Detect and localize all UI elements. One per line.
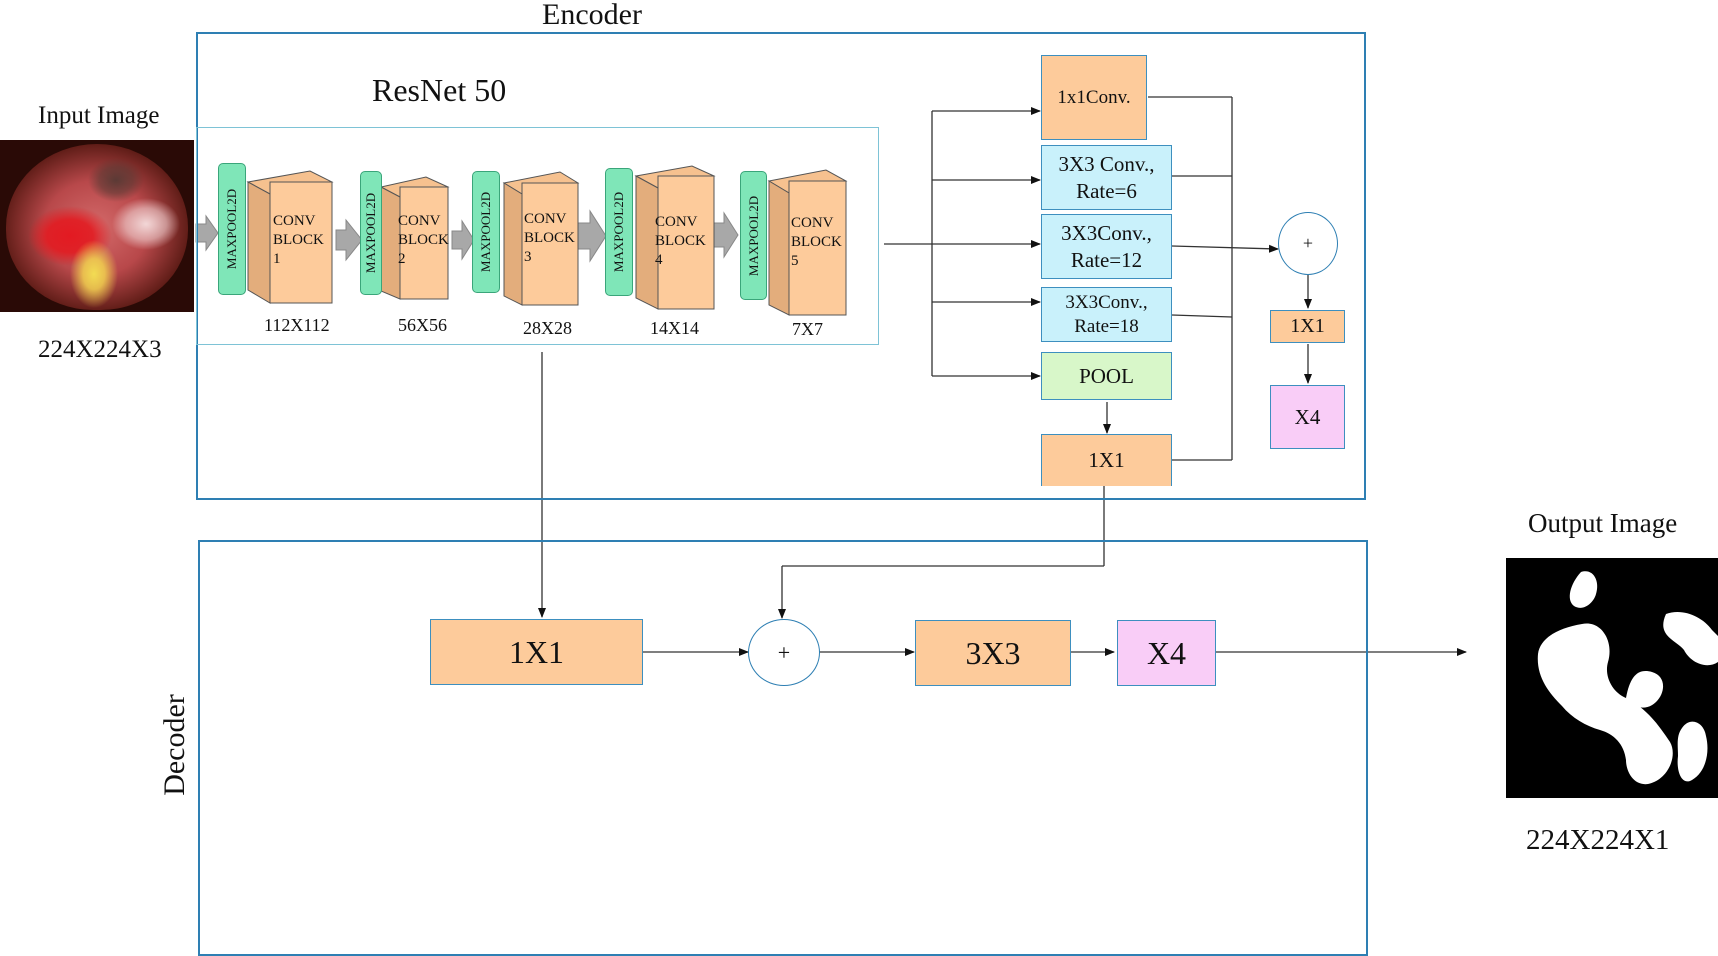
conv-block-5-size: 7X7 — [792, 319, 823, 339]
decoder-frame — [198, 540, 1368, 956]
aspp-pool: POOL — [1041, 352, 1172, 400]
conv-block-3-size: 28X28 — [523, 318, 572, 338]
conv-block-2-size: 56X56 — [398, 315, 447, 335]
maxpool-2: MAXPOOL2D — [360, 171, 382, 295]
encoder-frame — [196, 32, 1366, 500]
aspp-rate12-conv: 3X3Conv.,Rate=12 — [1041, 214, 1172, 279]
input-image-label: Input Image — [38, 102, 160, 129]
resnet-frame — [196, 127, 879, 345]
output-image-label: Output Image — [1528, 508, 1678, 538]
aspp-upsample-x4: X4 — [1270, 385, 1345, 449]
maxpool-1: MAXPOOL2D — [218, 163, 246, 295]
output-mask-image — [1506, 558, 1718, 798]
conv-block-1-size: 112X112 — [264, 315, 330, 335]
input-endoscopy-image — [0, 140, 194, 312]
input-size-label: 224X224X3 — [38, 336, 162, 363]
decoder-title: Decoder — [158, 694, 191, 796]
maxpool-3: MAXPOOL2D — [472, 171, 500, 293]
aspp-rate18-conv: 3X3Conv.,Rate=18 — [1041, 287, 1172, 342]
aspp-rate6-conv: 3X3 Conv.,Rate=6 — [1041, 145, 1172, 210]
aspp-sum-node: + — [1278, 212, 1338, 275]
decoder-upsample-x4: X4 — [1117, 620, 1216, 686]
resnet-title: ResNet 50 — [372, 72, 507, 108]
encoder-title: Encoder — [542, 0, 642, 31]
conv-block-4-size: 14X14 — [650, 318, 699, 338]
aspp-out-1x1: 1X1 — [1270, 310, 1345, 343]
decoder-sum-node: + — [748, 619, 820, 686]
aspp-1x1-conv: 1x1Conv. — [1041, 55, 1147, 140]
aspp-pool-1x1: 1X1 — [1041, 434, 1172, 486]
decoder-3x3-conv: 3X3 — [915, 620, 1071, 686]
decoder-1x1-conv: 1X1 — [430, 619, 643, 685]
maxpool-5: MAXPOOL2D — [740, 171, 767, 300]
maxpool-4: MAXPOOL2D — [605, 168, 633, 296]
output-size-label: 224X224X1 — [1526, 824, 1670, 856]
